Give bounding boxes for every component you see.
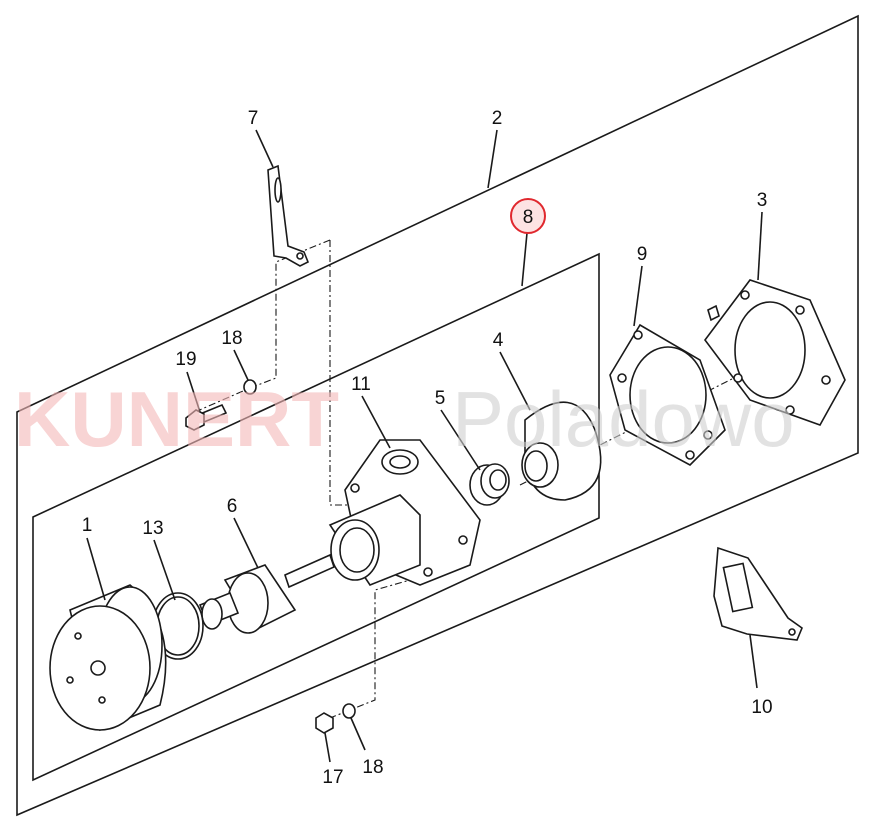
- callout-19[interactable]: 19: [175, 349, 196, 370]
- part-18-washer-top: [243, 379, 257, 395]
- part-1-pulley: [49, 584, 167, 732]
- part-5-seal: [469, 463, 510, 506]
- callout-1[interactable]: 1: [82, 515, 93, 536]
- callout-18-bottom[interactable]: 18: [362, 757, 383, 778]
- leader-lines: [86, 129, 763, 763]
- callout-7[interactable]: 7: [248, 108, 259, 129]
- callout-18-top[interactable]: 18: [221, 328, 242, 349]
- part-18-washer-bottom: [342, 703, 356, 719]
- part-17-nut: [315, 712, 334, 734]
- callout-3[interactable]: 3: [757, 190, 768, 211]
- callout-8[interactable]: 8: [523, 207, 534, 228]
- assembly-frame-inner: [32, 252, 600, 782]
- callout-6[interactable]: 6: [227, 496, 238, 517]
- callout-11[interactable]: 11: [351, 374, 371, 395]
- callout-8-highlight[interactable]: [510, 198, 546, 234]
- part-4-impeller: [521, 401, 602, 501]
- centerline-bottom: [324, 569, 446, 721]
- part-19-bolt: [185, 403, 228, 431]
- callout-10[interactable]: 10: [751, 697, 772, 718]
- assembly-frame-outer: [16, 14, 859, 817]
- part-11-pump-housing: [328, 439, 481, 586]
- callout-9[interactable]: 9: [637, 244, 648, 265]
- part-9-gasket: [609, 323, 726, 466]
- part-3-cover-plate: [704, 279, 846, 426]
- part-6-shaft-bearing: [198, 553, 335, 634]
- callout-2[interactable]: 2: [492, 108, 503, 129]
- callout-5[interactable]: 5: [435, 388, 446, 409]
- callout-13[interactable]: 13: [142, 518, 163, 539]
- centerline-bracket: [194, 239, 331, 413]
- part-7-bracket: [267, 164, 310, 267]
- callout-4[interactable]: 4: [493, 330, 504, 351]
- part-10-gasket: [713, 546, 803, 641]
- callout-17[interactable]: 17: [322, 767, 343, 788]
